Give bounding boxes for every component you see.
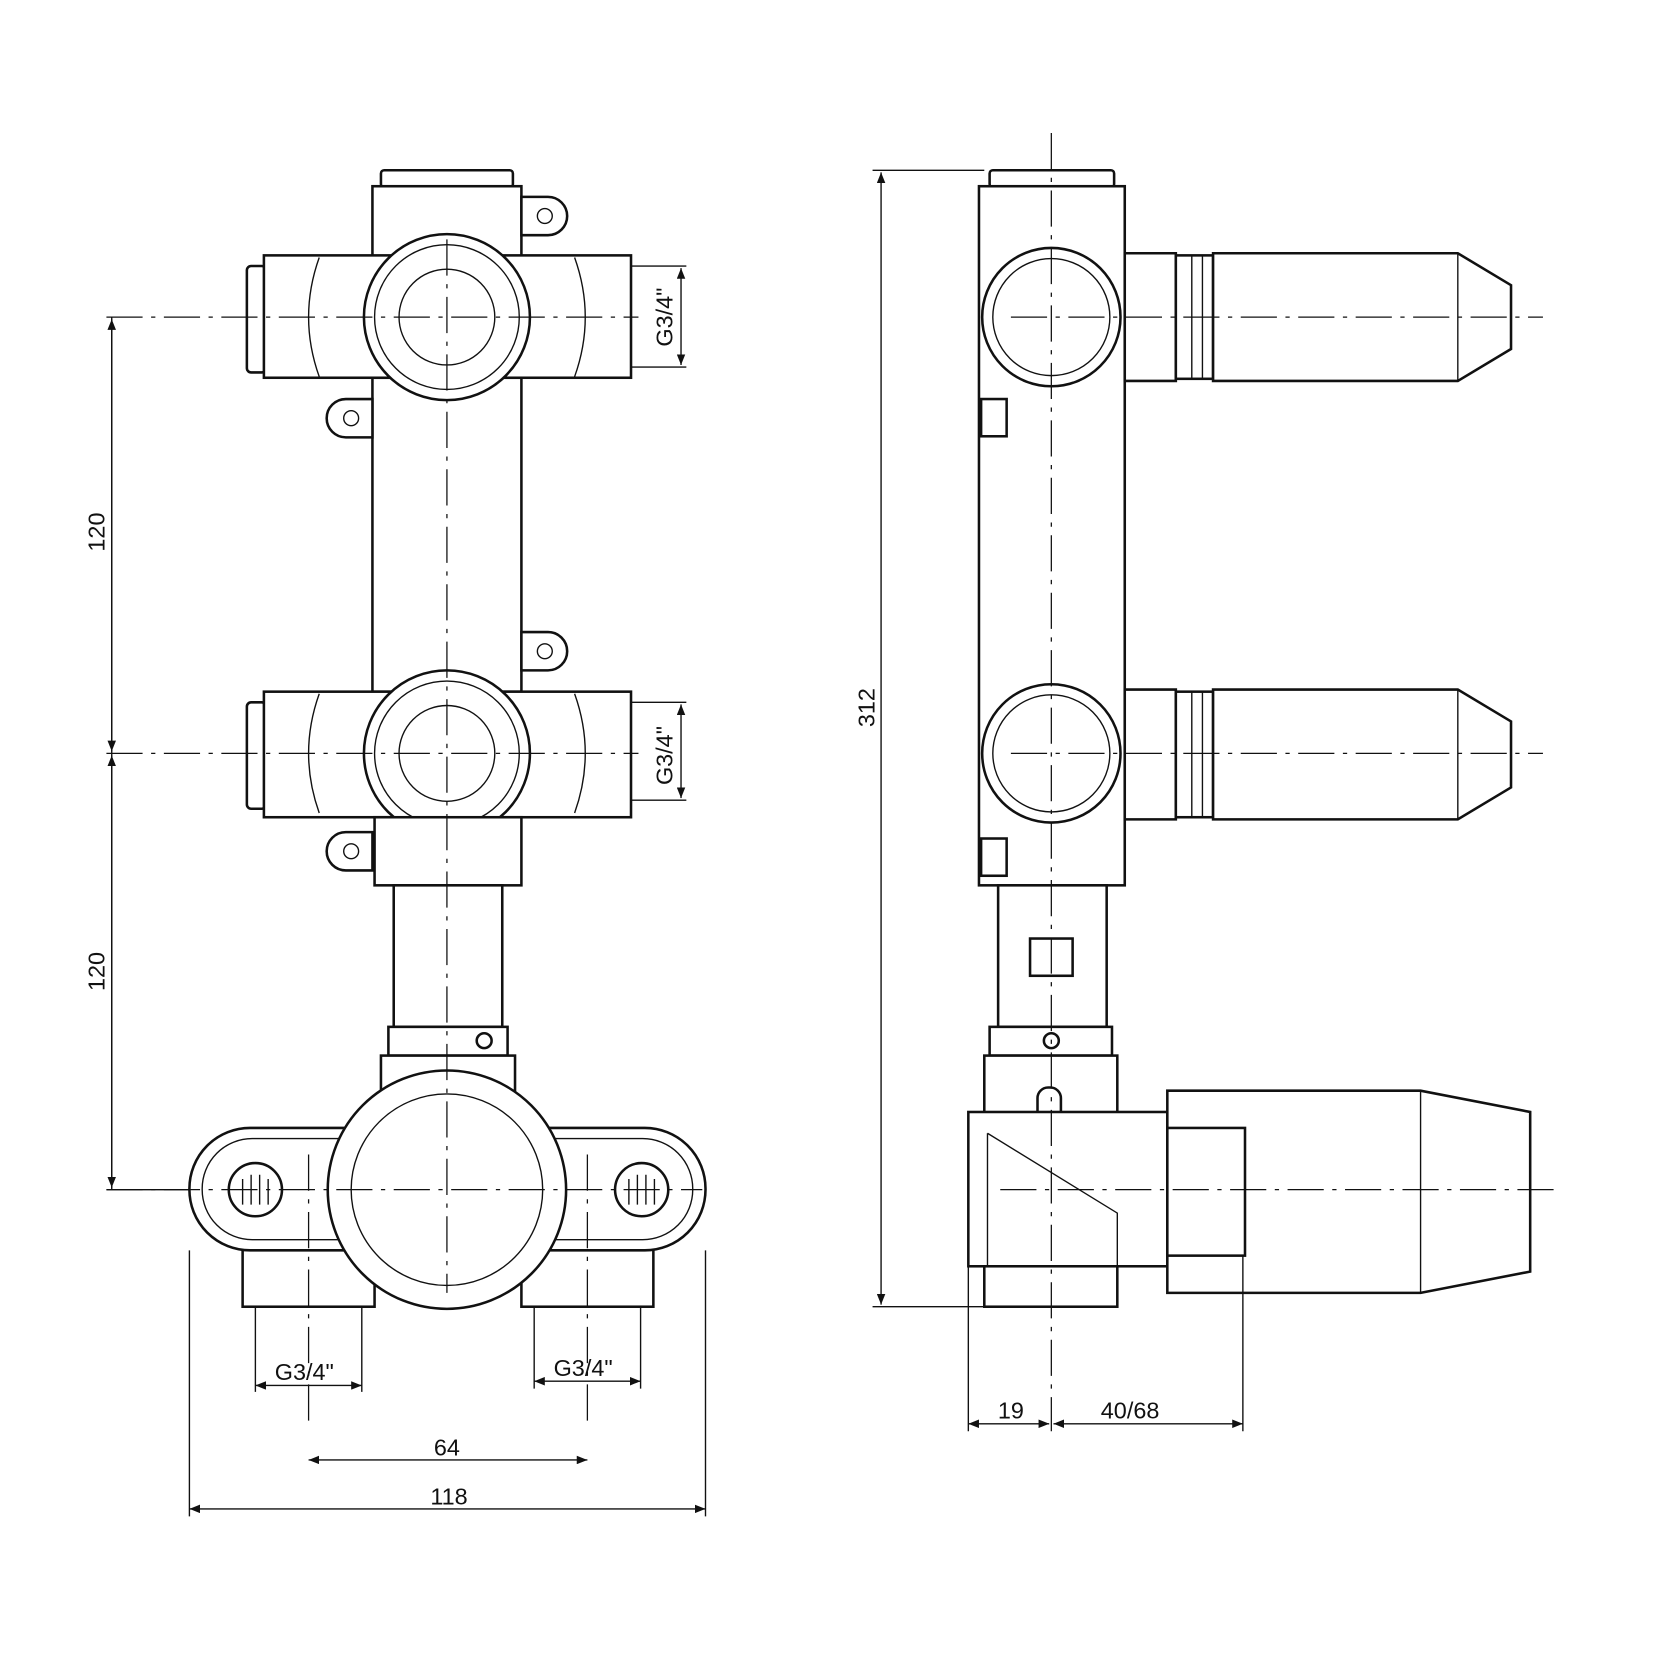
- side-view: 312 19 40/68: [854, 133, 1554, 1432]
- mounting-ear: [325, 830, 374, 872]
- top-nut: [379, 168, 515, 189]
- dim-outlet-left: G3/4": [275, 1359, 334, 1385]
- dim-outlet-right: G3/4": [554, 1355, 613, 1381]
- dim-outlet-spacing: 64: [434, 1435, 460, 1461]
- screw-icon: [475, 1031, 493, 1050]
- mounting-ear: [520, 630, 569, 672]
- dim-overall-width: 118: [430, 1484, 467, 1510]
- dim-wall-depth: 19: [998, 1397, 1024, 1423]
- clip: [979, 397, 1008, 438]
- front-view: 120 120 G3/4" G3/4" G3/4" G3/4" 64 118: [83, 168, 707, 1517]
- mounting-ear: [520, 195, 569, 237]
- dim-spacing-upper: 120: [83, 513, 109, 552]
- dim-projection: 40/68: [1101, 1397, 1160, 1423]
- dim-port-middle: G3/4": [652, 726, 678, 785]
- clip: [979, 837, 1008, 878]
- dim-overall-height: 312: [854, 688, 880, 727]
- lower-neck: [373, 815, 523, 887]
- mounting-ear: [325, 397, 374, 439]
- lower-valve-handle: [980, 682, 1513, 824]
- dim-port-top: G3/4": [652, 288, 678, 347]
- dim-spacing-lower: 120: [83, 952, 109, 991]
- handle-cap: [1166, 1126, 1247, 1257]
- connector-pipe: [392, 884, 504, 1029]
